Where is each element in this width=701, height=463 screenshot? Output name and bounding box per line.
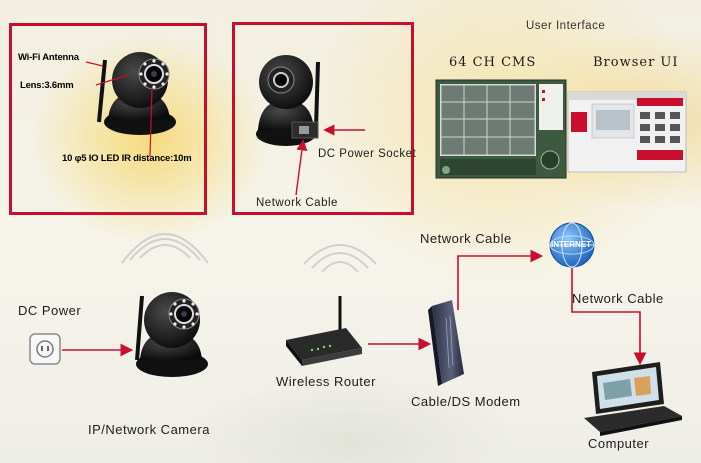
cms-screen-icon <box>435 79 567 179</box>
dc-power-label: DC Power <box>18 303 82 318</box>
laptop-icon <box>584 362 682 436</box>
network-cable-right-label: Network Cable <box>572 291 664 306</box>
wifi-antenna-label: Wi-Fi Antenna <box>18 52 79 63</box>
router-wifi-icon <box>303 244 377 273</box>
computer-label: Computer <box>588 436 650 451</box>
network-cable-arrow <box>295 139 308 196</box>
browser-screen-icon <box>567 91 687 173</box>
led-label: 10 φ5 IO LED IR distance:10m <box>62 153 192 164</box>
lens-label: Lens:3.6mm <box>20 80 74 91</box>
power-socket-icon <box>29 333 61 365</box>
modem-icon <box>428 300 464 386</box>
modem-to-internet-arrow <box>457 249 544 310</box>
ip-camera-label: IP/Network Camera <box>88 422 210 437</box>
user-interface-label: User Interface <box>526 20 606 32</box>
dc-power-socket-label: DC Power Socket <box>318 148 417 160</box>
camera-front-panel <box>9 23 207 215</box>
wireless-router-label: Wireless Router <box>276 374 376 389</box>
lens-callout <box>95 74 129 86</box>
globe-icon <box>549 222 595 268</box>
wifi-antenna-callout <box>85 61 104 67</box>
camera-back-panel <box>232 22 414 215</box>
network-cable-left-label: Network Cable <box>256 197 338 209</box>
wifi-signal-icon <box>121 233 209 264</box>
led-callout <box>149 87 153 157</box>
browser-ui-label: Browser UI <box>593 55 679 70</box>
camera-back-icon <box>256 55 320 146</box>
internet-label: INTERNET <box>551 240 591 249</box>
ip-camera-icon <box>135 292 208 377</box>
network-cable-top-label: Network Cable <box>420 231 512 246</box>
camera-icon <box>97 52 176 135</box>
internet-to-computer-arrow <box>571 268 647 366</box>
cable-modem-label: Cable/DS Modem <box>411 394 521 409</box>
cms-label: 64 CH CMS <box>449 55 537 70</box>
router-icon <box>286 296 362 366</box>
